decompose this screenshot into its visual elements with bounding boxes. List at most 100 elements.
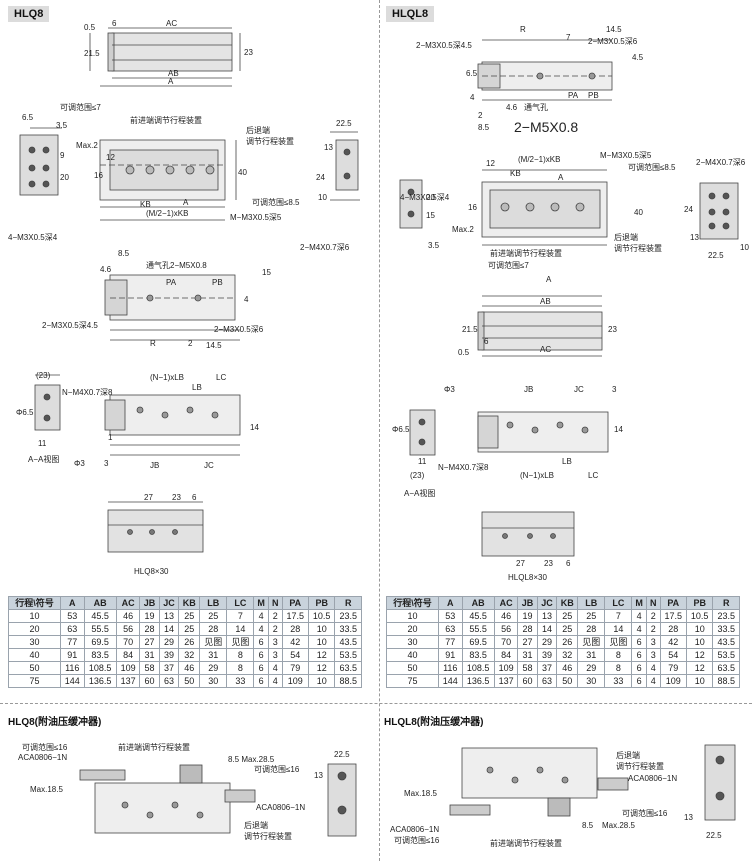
table-cell: 28 (659, 622, 687, 636)
r-label-7: 7 (566, 33, 571, 42)
table-cell: 54 (281, 648, 309, 662)
table-cell: 31 (139, 648, 160, 662)
r-label-m4: 2−M4X0.7深6 (696, 158, 746, 167)
table-cell: 6 (631, 674, 648, 688)
table-cell: 28 (517, 622, 538, 636)
r-label-a2: A (546, 275, 552, 284)
table-cell: 4 (631, 609, 648, 623)
table-cell: 63 (60, 622, 85, 636)
label-225: 22.5 (336, 119, 352, 128)
label-mhole: M−M3X0.5深5 (230, 213, 282, 222)
r-label-pa: PA (568, 91, 579, 100)
table-cell: 3 (268, 635, 283, 649)
table-header-cell: R (712, 596, 740, 610)
table-cell: 56 (115, 622, 141, 636)
table-cell: 46 (493, 609, 519, 623)
table-cell: 6 (253, 648, 270, 662)
table-cell: 40 (8, 648, 61, 662)
table-cell: 6 (253, 674, 270, 688)
table-cell: 58 (139, 661, 160, 675)
label-m3b: 2−M3X0.5深6 (214, 325, 264, 334)
table-cell: 10.5 (307, 609, 336, 623)
r-label-20: 20 (426, 193, 435, 202)
table-cell: 137 (115, 674, 141, 688)
table-cell: 25 (556, 609, 579, 623)
br-part2: ACA0806−1N (390, 825, 439, 834)
table-cell: 63 (158, 674, 180, 688)
r-label-phi65: Φ6.5 (392, 425, 410, 434)
r-label-ab: AB (540, 297, 551, 306)
table-cell: 31 (517, 648, 538, 662)
table-cell: 37 (536, 661, 558, 675)
r-label-45: 4.5 (632, 53, 644, 62)
r-label-m2kb: (M/2−1)xKB (518, 155, 560, 164)
table-header-cell: JB (517, 596, 538, 610)
label-6: 6 (112, 19, 117, 28)
table-header-cell: JC (536, 596, 558, 610)
label-kb: KB (140, 200, 151, 209)
label-m3a: 2−M3X0.5深4.5 (42, 321, 98, 330)
br-back1: 后退端 (616, 750, 640, 760)
r-label-24: 24 (684, 205, 693, 214)
table-cell: 13 (536, 609, 558, 623)
r-label-6: 6 (484, 337, 489, 346)
bl-front-adj: 前进端调节行程装置 (118, 742, 190, 752)
table-cell: 23.5 (334, 609, 362, 623)
hlq8-bottom-body (109, 394, 241, 436)
table-cell: 109 (115, 661, 141, 675)
table-cell: 19 (139, 609, 160, 623)
table-cell: 58 (517, 661, 538, 675)
label-hole3: 3 (104, 459, 109, 468)
table-cell: 54 (659, 648, 687, 662)
table-cell: 63 (536, 674, 558, 688)
section-tag-hlq8: HLQ8 (8, 6, 50, 22)
r-label-4: 4 (470, 93, 475, 102)
horizontal-divider (0, 703, 752, 704)
table-cell: 25 (178, 609, 201, 623)
table-cell: 84 (115, 648, 141, 662)
label-23: 23 (244, 48, 253, 57)
label-front-adj: 前进端调节行程装置 (130, 115, 202, 125)
caption-hlql8x30: HLQL8×30 (508, 573, 547, 582)
table-cell: 53 (60, 609, 85, 623)
r-label-jc: JC (574, 385, 584, 394)
table-cell: 75 (386, 674, 439, 688)
table-cell: 42 (281, 635, 309, 649)
r-label-lc: LC (588, 471, 598, 480)
br-adjust16b: 可调范围≤16 (394, 835, 440, 845)
bl-part: ACA0806−1N (18, 753, 67, 762)
r-label-back-adj2: 调节行程装置 (614, 243, 662, 253)
r-label-aa: A−A视图 (404, 488, 435, 498)
label-15: 15 (262, 268, 271, 277)
br-part: ACA0806−1N (628, 774, 677, 783)
table-cell: 137 (493, 674, 519, 688)
table-cell: 29 (199, 661, 228, 675)
r-label-2: 2 (478, 111, 483, 120)
table-cell: 28 (577, 622, 606, 636)
r-label-23: 23 (608, 325, 617, 334)
label-m4: 2−M4X0.7深6 (300, 243, 350, 252)
table-cell: 116 (60, 661, 85, 675)
r-label-11: 11 (418, 457, 427, 466)
table-cell: 60 (139, 674, 160, 688)
label-85: 8.5 (118, 249, 130, 258)
label-16: 16 (94, 171, 103, 180)
label-a2: A (183, 198, 189, 207)
table-cell: 70 (115, 635, 141, 649)
label-aa: A−A视图 (28, 454, 59, 464)
br-13: 13 (684, 813, 693, 822)
r-label-10: 10 (740, 243, 749, 252)
r-label-adjust85: 可调范围≤8.5 (628, 162, 676, 172)
hlql8-left-end-view (399, 179, 423, 229)
table-cell: 28 (139, 622, 160, 636)
table-cell: 6 (253, 661, 270, 675)
table-cell: 108.5 (83, 661, 117, 675)
r-label-m3b: 2−M3X0.5深6 (588, 37, 638, 46)
table-cell: 50 (556, 674, 579, 688)
r-label-r: R (520, 25, 526, 34)
table-cell: 30 (199, 674, 228, 688)
table-cell: 2 (646, 622, 661, 636)
table-cell: 30 (386, 635, 439, 649)
